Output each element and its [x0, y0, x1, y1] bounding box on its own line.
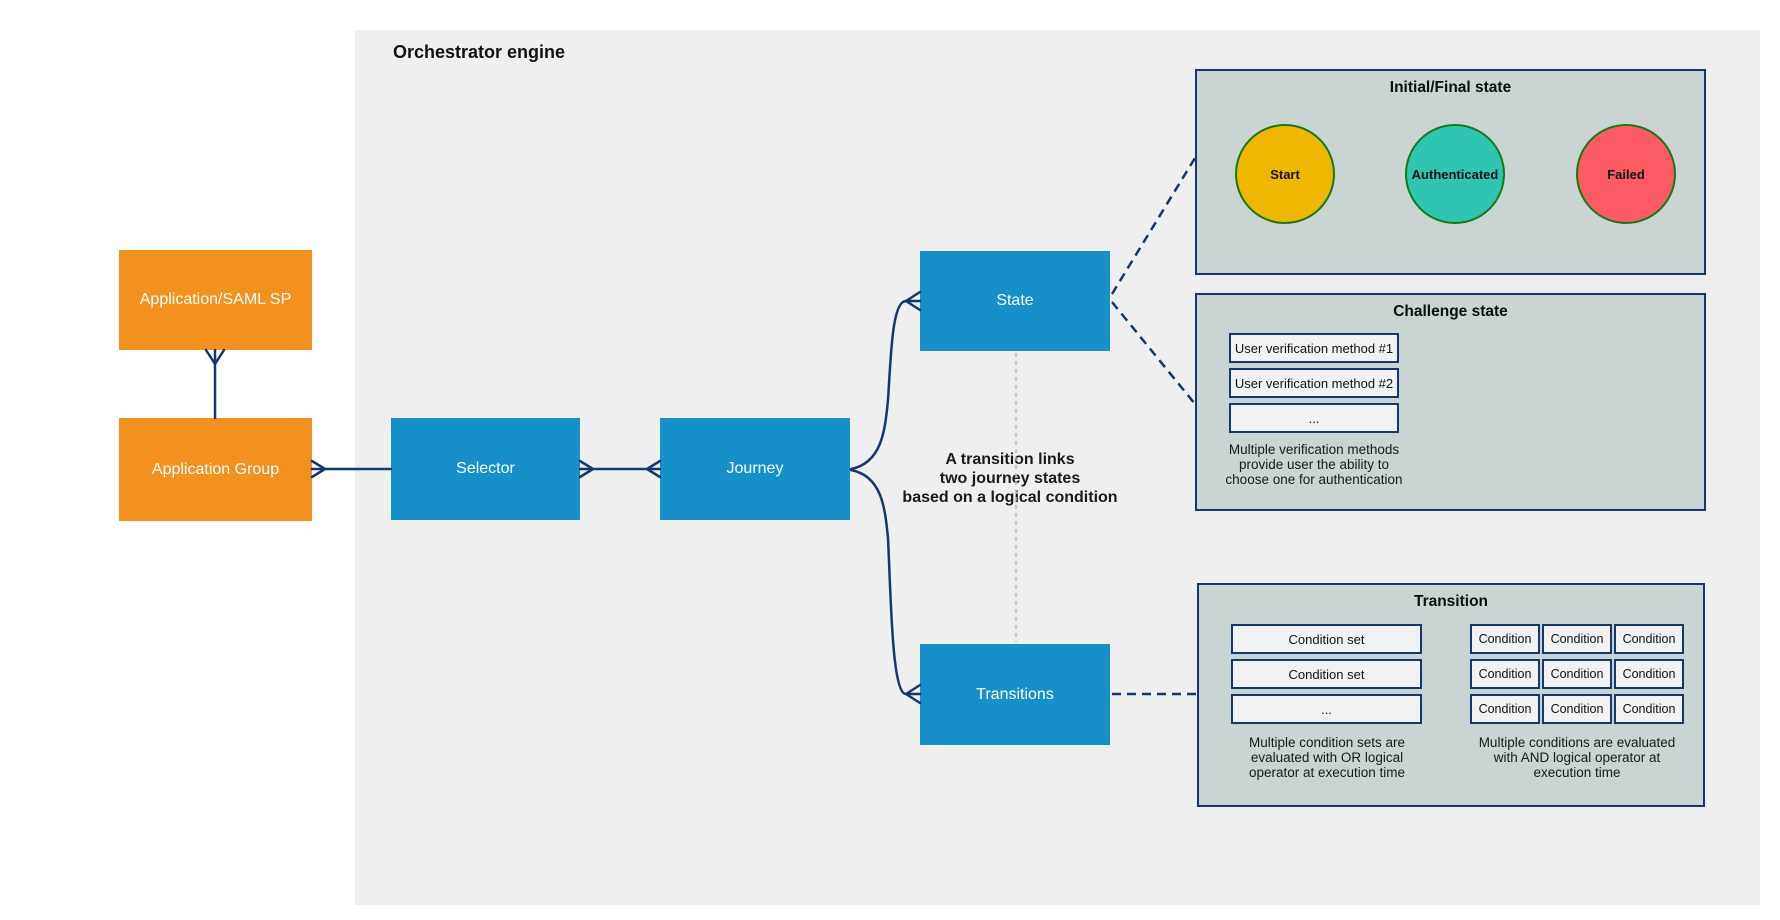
connector-appgroup-appsaml	[204, 348, 226, 420]
condition-cell: Condition	[1542, 624, 1612, 654]
condition-set-row: Condition set	[1231, 659, 1422, 689]
annotation-line: two journey states	[939, 470, 1081, 487]
or-caption: Multiple condition sets are evaluated wi…	[1248, 735, 1406, 780]
state-circle-failed: Failed	[1576, 124, 1676, 224]
panel-challenge-title: Challenge state	[1393, 303, 1508, 320]
condition-cell: Condition	[1614, 659, 1684, 689]
panel-transition-title: Transition	[1413, 593, 1489, 610]
condition-cell: Condition	[1614, 624, 1684, 654]
panel-initial-final-state: Initial/Final state Start Authenticated …	[1195, 69, 1706, 275]
condition-cell: Condition	[1470, 694, 1540, 724]
transition-annotation: A transition links two journey states ba…	[880, 450, 1140, 507]
panel-challenge-state: Challenge state User verification method…	[1195, 293, 1706, 511]
state-circle-start: Start	[1235, 124, 1335, 224]
node-application-saml-sp: Application/SAML SP	[119, 250, 312, 350]
node-application-group: Application Group	[119, 418, 312, 521]
verification-method-row: User verification method #2	[1229, 368, 1399, 398]
condition-cell: Condition	[1470, 659, 1540, 689]
state-circle-authenticated: Authenticated	[1405, 124, 1505, 224]
panel-initial-final-title: Initial/Final state	[1389, 79, 1512, 96]
state-circle-start-label: Start	[1270, 166, 1300, 182]
condition-cell: Condition	[1614, 694, 1684, 724]
state-circle-authenticated-label: Authenticated	[1411, 166, 1499, 182]
node-selector: Selector	[391, 418, 580, 520]
condition-cell: Condition	[1542, 694, 1612, 724]
node-journey-label: Journey	[726, 460, 784, 477]
state-circle-failed-label: Failed	[1607, 166, 1645, 182]
annotation-line: based on a logical condition	[902, 489, 1118, 506]
condition-cell: Condition	[1470, 624, 1540, 654]
annotation-line: A transition links	[945, 451, 1075, 468]
node-selector-label: Selector	[456, 460, 515, 477]
panel-transition: Transition Condition set Condition set .…	[1197, 583, 1705, 807]
node-transitions: Transitions	[920, 644, 1110, 745]
node-transitions-label: Transitions	[976, 685, 1054, 703]
condition-cell: Condition	[1542, 659, 1612, 689]
orchestrator-engine-title: Orchestrator engine	[393, 42, 566, 62]
node-application-saml-sp-label: Application/SAML SP	[139, 291, 292, 308]
node-journey: Journey	[660, 418, 850, 520]
verification-method-row: ...	[1229, 403, 1399, 433]
node-application-group-label: Application Group	[151, 460, 280, 478]
verification-method-row: User verification method #1	[1229, 333, 1399, 363]
node-state: State	[920, 251, 1110, 351]
condition-set-row: ...	[1231, 694, 1422, 724]
challenge-caption: Multiple verification methods provide us…	[1225, 442, 1403, 487]
node-state-label: State	[996, 292, 1034, 309]
and-caption: Multiple conditions are evaluated with A…	[1478, 735, 1676, 780]
condition-set-row: Condition set	[1231, 624, 1422, 654]
